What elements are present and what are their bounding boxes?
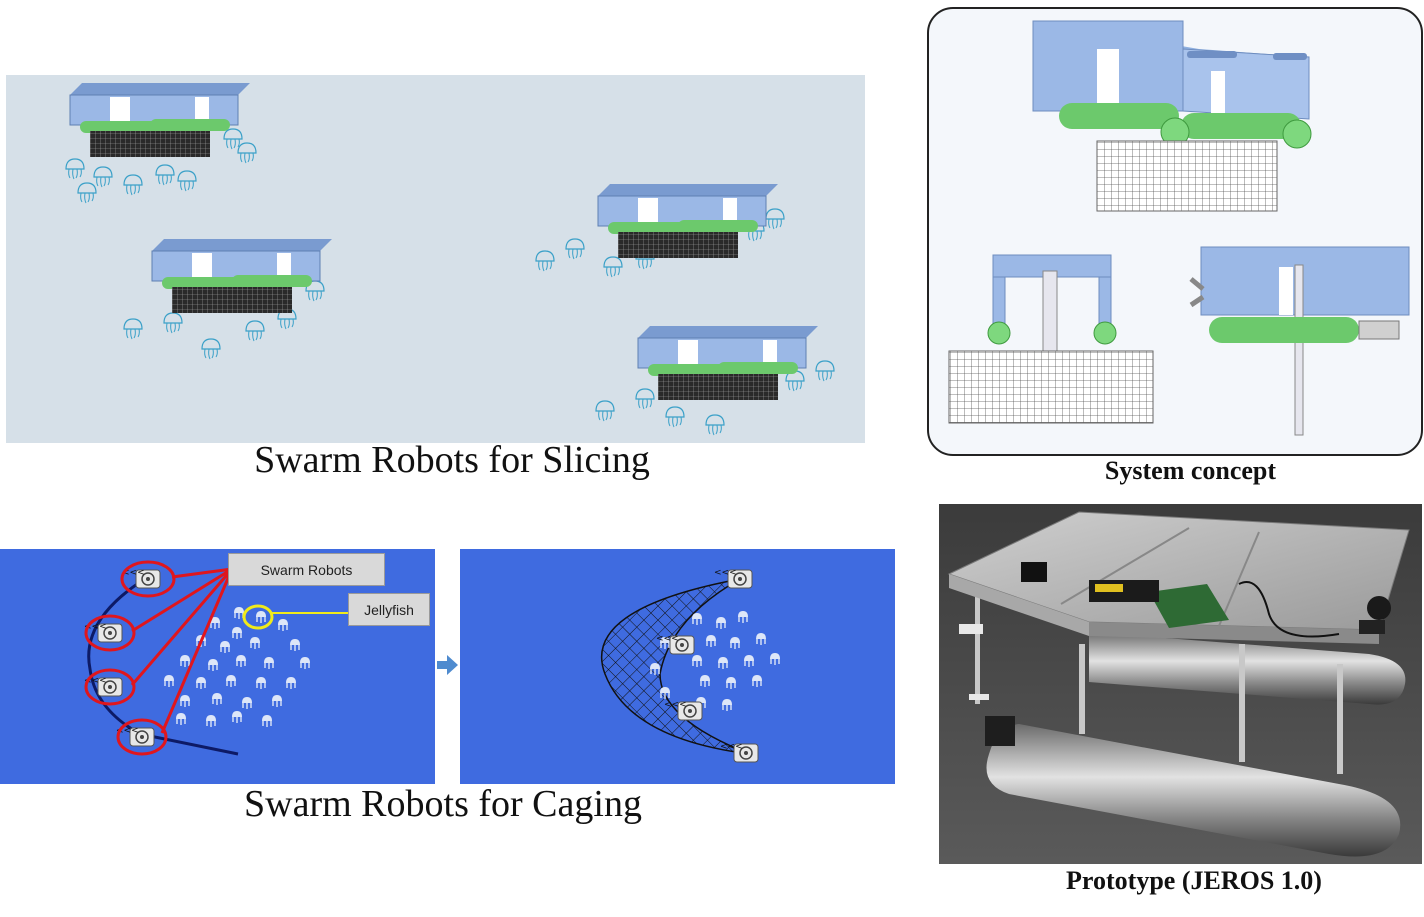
system-concept-drawing xyxy=(948,20,1410,436)
prototype-caption: Prototype (JEROS 1.0) xyxy=(1066,866,1322,895)
support-posts xyxy=(959,594,1343,774)
concept-caption: System concept xyxy=(1104,456,1277,485)
prototype-photo xyxy=(939,504,1422,864)
concept-panel xyxy=(927,7,1423,456)
robot-isometric-view xyxy=(1032,20,1312,212)
robot-path xyxy=(87,575,239,756)
robot-front-view xyxy=(948,254,1154,424)
slicing-panel xyxy=(6,75,865,443)
jellyfish-highlight xyxy=(242,604,350,630)
float-cylinder-upper xyxy=(1089,632,1406,705)
caging-before-illustration: <<< xyxy=(0,549,435,784)
jellyfish-label: Jellyfish xyxy=(348,593,430,626)
caging-arrow xyxy=(437,653,459,677)
caging-after-illustration: <<< xyxy=(460,549,895,784)
slicing-caption: Swarm Robots for Slicing xyxy=(254,439,650,481)
electronics-tray xyxy=(947,511,1410,644)
caging-caption: Swarm Robots for Caging xyxy=(244,783,642,825)
robot-side-view xyxy=(1189,246,1410,436)
prototype-illustration xyxy=(939,504,1422,864)
control-board xyxy=(1021,562,1391,638)
swarm-robots-label: Swarm Robots xyxy=(228,553,385,586)
float-cylinder-lower xyxy=(985,716,1401,857)
caging-panel-after: <<< xyxy=(460,549,895,784)
robot-highlights xyxy=(84,560,234,756)
caging-panel-before: <<< xyxy=(0,549,435,784)
slicing-illustration xyxy=(6,75,865,443)
